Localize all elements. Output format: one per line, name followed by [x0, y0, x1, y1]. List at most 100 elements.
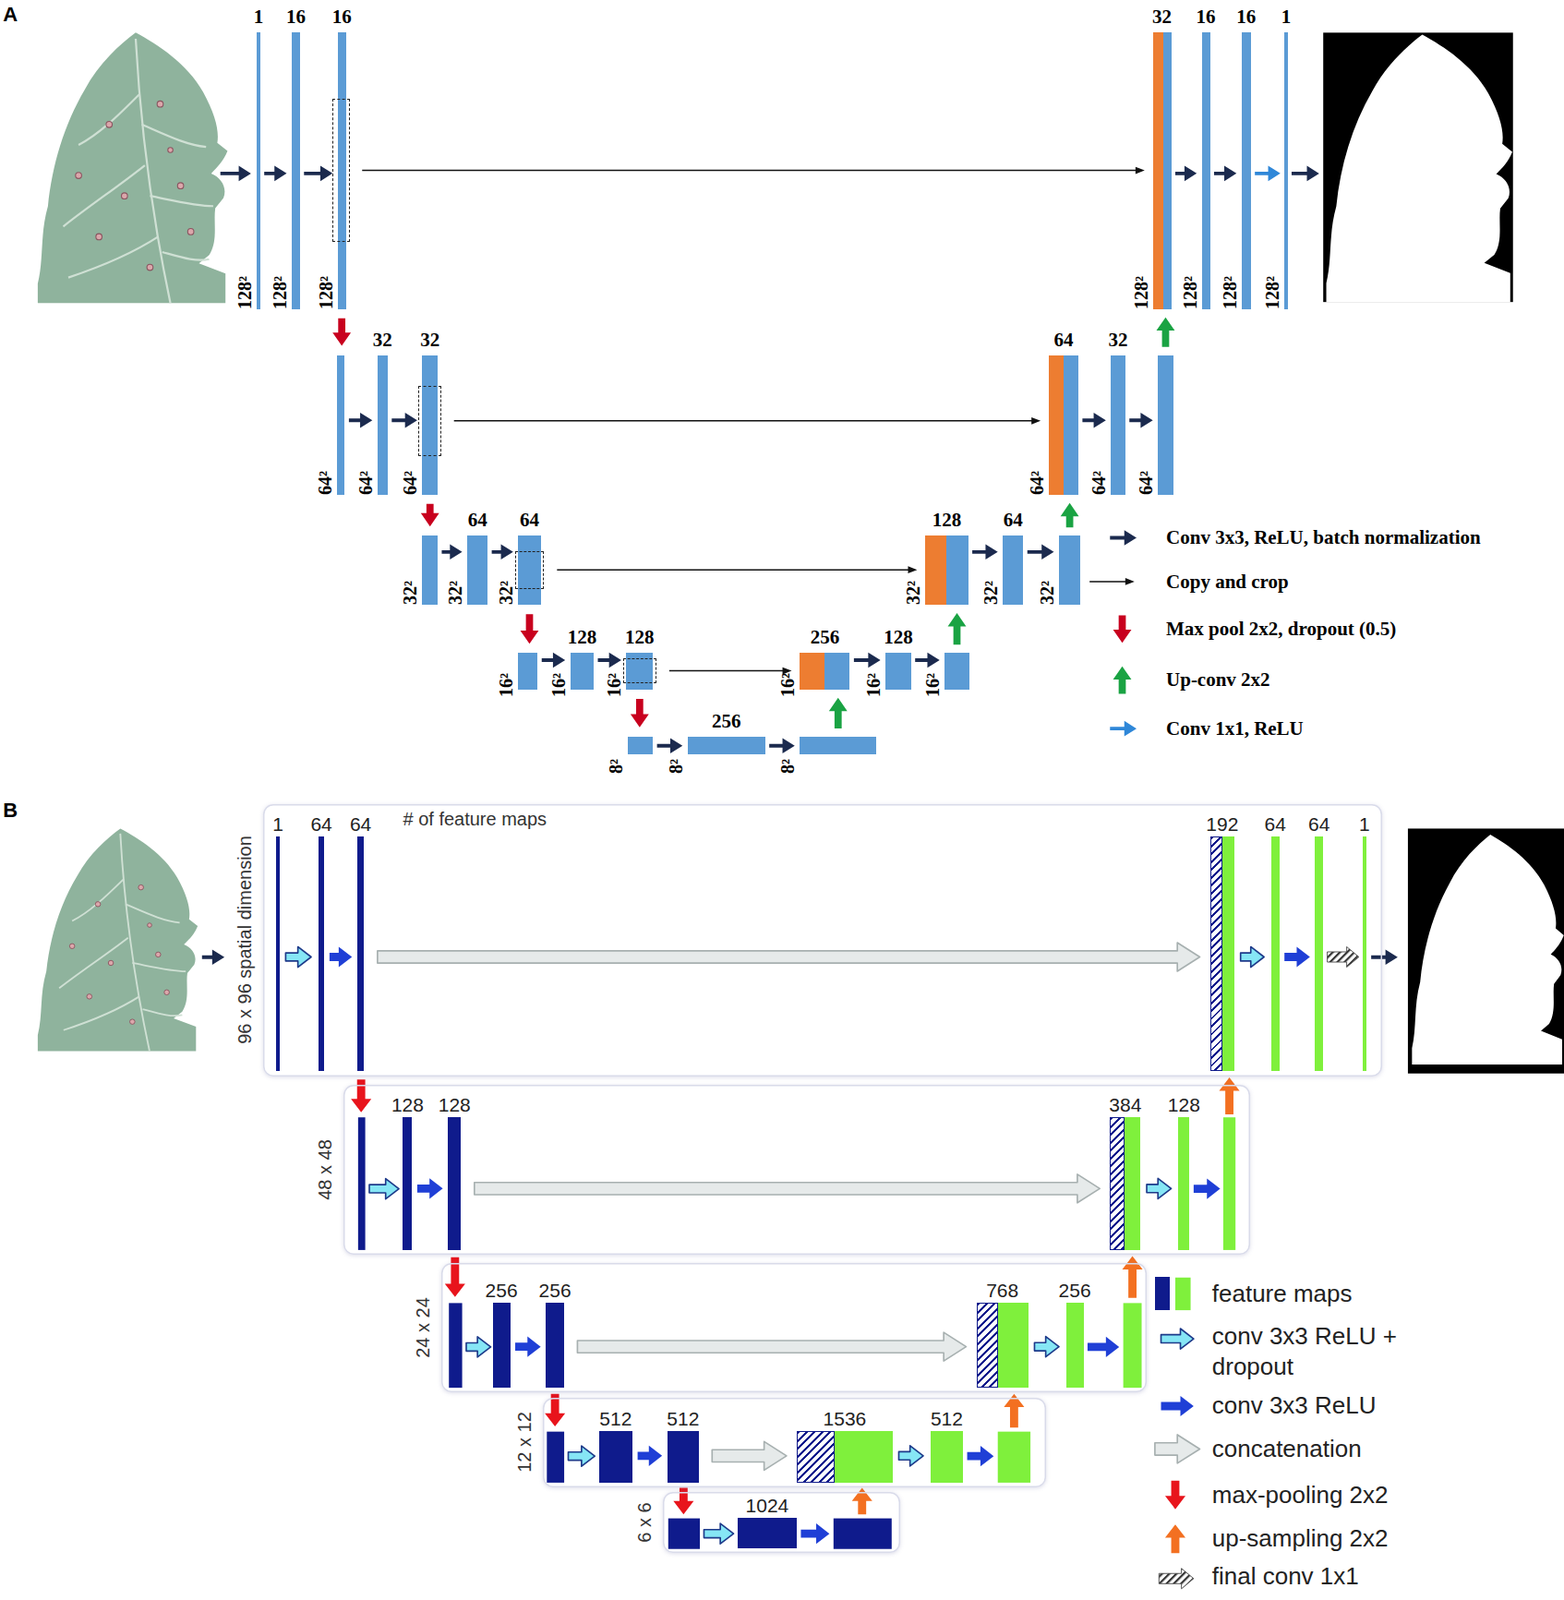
arrow-symbol — [567, 1445, 595, 1467]
connector-arrow — [669, 667, 793, 675]
arrow-symbol — [967, 1445, 995, 1467]
connector-arrow — [1027, 544, 1055, 561]
resolution-label: 6 x 6 — [635, 1502, 654, 1542]
feature-map-bar: 6432² — [467, 535, 488, 605]
channel-count: 1536 — [823, 1408, 867, 1429]
copied-part — [1048, 355, 1064, 495]
spatial-size: 8² — [606, 758, 626, 774]
arrow-symbol — [369, 1179, 399, 1200]
channel-count: 32 — [420, 330, 440, 350]
channel-count: 32 — [372, 330, 393, 350]
feature-map-bar: 6432² — [517, 535, 541, 605]
leaf-photo — [37, 32, 229, 303]
connector-arrow — [520, 613, 540, 644]
connector-arrow — [972, 544, 999, 561]
legend-text: concatenation — [1212, 1433, 1362, 1465]
spatial-size: 32² — [903, 580, 923, 605]
connector-arrow — [829, 697, 848, 729]
leaf-veins — [63, 38, 214, 303]
arrow-symbol — [1087, 1336, 1119, 1358]
feature-map-bar: 32² — [1058, 535, 1081, 605]
mask-shape — [1326, 35, 1513, 303]
spatial-size: 64² — [356, 470, 375, 495]
concat-bar: 25616² — [799, 652, 850, 690]
feature-map-bar: 64 — [357, 836, 365, 1071]
spatial-size: 32² — [496, 580, 516, 605]
feature-map-bar: 64 — [318, 836, 325, 1071]
resolution-band: 24 x 24256256768256 — [441, 1263, 1147, 1393]
channel-count: 64 — [1308, 814, 1330, 834]
arrow-symbol — [445, 1257, 466, 1298]
spatial-size: 64² — [400, 470, 420, 495]
channel-count: 32 — [1152, 7, 1172, 27]
channel-count: 16 — [286, 7, 306, 27]
feature-map-bar: 1128² — [256, 32, 260, 309]
arrow-symbol — [800, 1523, 830, 1544]
copied-part — [925, 535, 947, 605]
spatial-size: 16² — [864, 673, 883, 698]
channel-count: 128 — [883, 627, 914, 648]
spatial-size: 32² — [1037, 580, 1057, 605]
crop-region — [418, 385, 442, 457]
legend-text: final conv 1x1 — [1212, 1561, 1360, 1592]
connector-arrow — [515, 1336, 542, 1358]
channel-count: 64 — [468, 510, 488, 530]
channel-count: 64 — [1053, 330, 1073, 350]
channel-count: 128 — [932, 510, 963, 530]
spatial-size: 128² — [1263, 276, 1282, 310]
feature-map-bar: 16128² — [1241, 32, 1252, 309]
arrow-symbol — [1161, 1328, 1194, 1349]
feature-map-bar — [358, 1117, 366, 1251]
spatial-size: 128² — [235, 276, 254, 310]
connector-arrow — [1129, 412, 1153, 429]
spatial-size: 128² — [316, 276, 336, 310]
connector-arrow — [948, 613, 967, 645]
channel-count: 1 — [1359, 814, 1371, 834]
resolution-band: 6 x 61024 — [662, 1491, 900, 1553]
spatial-size: 8² — [666, 758, 686, 774]
connector-arrow — [630, 698, 650, 728]
legend-text: conv 3x3 ReLU + dropout — [1212, 1321, 1422, 1382]
decoder-bar: 1 — [1362, 836, 1366, 1071]
feature-map-bar: 3264² — [1110, 355, 1125, 495]
copied-part — [976, 1302, 999, 1388]
crop-region — [515, 551, 544, 590]
channel-count: 16 — [1236, 7, 1256, 27]
channel-count: 192 — [1205, 814, 1239, 834]
connector-arrow — [854, 652, 881, 669]
arrow-symbol — [544, 1394, 566, 1427]
channel-count: 64 — [349, 814, 372, 834]
arrow-symbol — [1165, 1524, 1186, 1553]
legend-text: Max pool 2x2, dropout (0.5) — [1166, 616, 1396, 641]
arrow-symbol — [1165, 1480, 1186, 1510]
arrow-symbol — [350, 1079, 372, 1112]
leaf-spots — [75, 100, 194, 270]
leaf-photo — [37, 828, 198, 1051]
connector-arrow — [454, 417, 1041, 425]
channel-count: 64 — [1003, 510, 1023, 530]
channel-count: 256 — [485, 1280, 518, 1300]
axis-note: # of feature maps — [402, 807, 547, 831]
channel-count: 1 — [272, 814, 284, 834]
channel-count: 512 — [599, 1408, 632, 1429]
decoder-bar: 64 — [1314, 836, 1324, 1071]
arrow-symbol — [1113, 666, 1132, 695]
arrow-symbol — [673, 1487, 694, 1515]
concat-bar: 12832² — [925, 535, 968, 605]
resolution-band: 96 x 96 spatial dimension1646419264641 — [263, 804, 1383, 1077]
connector-arrow — [391, 412, 418, 429]
connector-arrow — [1034, 1336, 1059, 1358]
channel-count: 128 — [567, 627, 598, 648]
feature-map-bar: 12816² — [885, 652, 912, 690]
channel-count: 64 — [310, 814, 332, 834]
leaf-spots — [69, 884, 169, 1024]
feature-map-bar: 256 — [545, 1302, 565, 1388]
resolution-label: 48 x 48 — [315, 1139, 335, 1201]
channel-count: 512 — [930, 1408, 963, 1429]
feature-map-bar: 128 — [447, 1117, 461, 1251]
channel-count: 128 — [1167, 1094, 1201, 1115]
mask-shape — [1411, 834, 1564, 1065]
spatial-size: 64² — [1027, 470, 1047, 495]
connector-arrow — [474, 1174, 1100, 1204]
channel-count: 64 — [519, 510, 540, 530]
